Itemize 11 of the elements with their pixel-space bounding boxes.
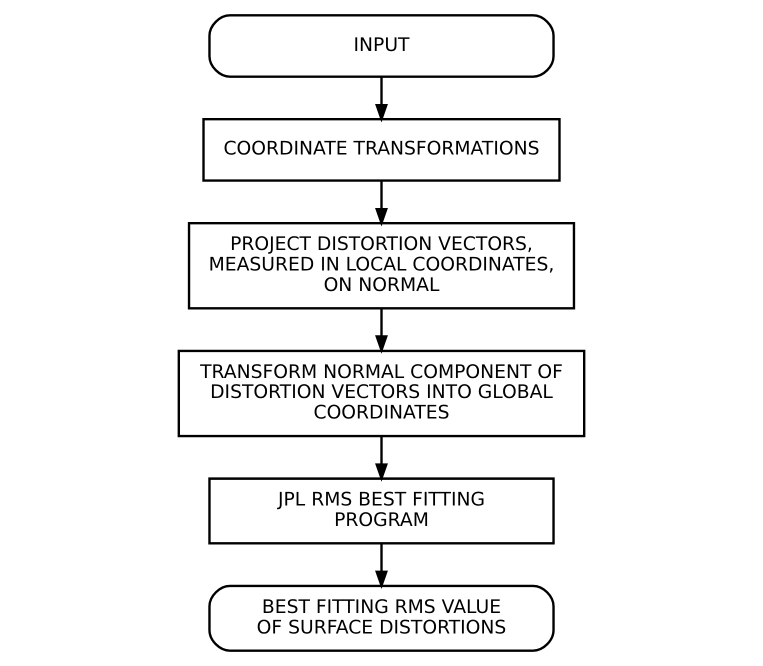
- node-box: COORDINATE TRANSFORMATIONS: [202, 118, 561, 182]
- node-box: PROJECT DISTORTION VECTORS, MEASURED IN LOCAL COORDINATES, ON NORMAL: [188, 222, 576, 310]
- arrow: [375, 308, 388, 354]
- arrow: [375, 181, 388, 226]
- node-box: INPUT: [208, 14, 555, 78]
- arrow: [375, 76, 388, 122]
- arrow: [375, 544, 388, 590]
- node-box: BEST FITTING RMS VALUE OF SURFACE DISTORTIONS: [208, 584, 555, 652]
- node-box: JPL RMS BEST FITTING PROGRAM: [208, 477, 555, 545]
- node-box: TRANSFORM NORMAL COMPONENT OF DISTORTION VECTORS INTO GLOBAL COORDINATES: [178, 350, 586, 438]
- arrow: [375, 436, 388, 482]
